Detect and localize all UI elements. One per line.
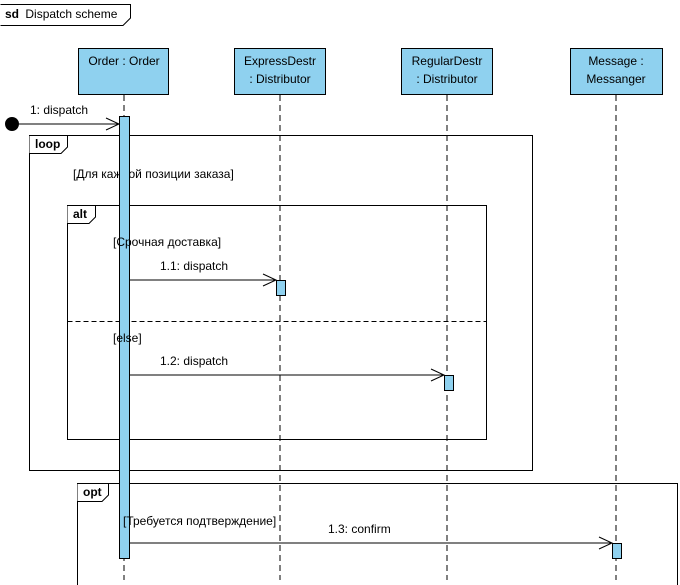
lifeline-head-regular-distributor[interactable]: RegularDestr : Distributor — [401, 48, 493, 95]
lifeline-order-label-1: Order : Order — [88, 54, 159, 68]
opt-operator: opt — [83, 485, 102, 499]
lifeline-express-label-1: ExpressDestr — [244, 54, 316, 68]
lifeline-messanger-label-2: Messanger — [586, 72, 645, 86]
alt-fragment[interactable]: alt — [67, 205, 487, 440]
message-1-3-confirm[interactable]: 1.3: confirm — [130, 522, 614, 550]
loop-fragment[interactable]: loop [Для каждой позиции заказа] — [29, 135, 533, 471]
alt-guard-else: [else] — [113, 331, 142, 345]
lifeline-head-express-distributor[interactable]: ExpressDestr : Distributor — [234, 48, 326, 95]
activation-messanger — [612, 543, 622, 559]
loop-operator: loop — [35, 137, 60, 151]
lifeline-head-order[interactable]: Order : Order — [78, 48, 169, 95]
message-1-dispatch[interactable]: 1: dispatch — [5, 103, 121, 131]
svg-text:sd Dispatch scheme: sd Dispatch scheme — [5, 7, 118, 21]
frame-name: Dispatch scheme — [25, 7, 117, 21]
diagram-frame-tab: sd Dispatch scheme — [0, 4, 131, 26]
message-1-1-dispatch[interactable]: 1.1: dispatch — [130, 259, 278, 287]
frame-keyword: sd — [5, 7, 19, 21]
message-1-2-label: 1.2: dispatch — [160, 354, 228, 368]
lifeline-express-label-2: : Distributor — [249, 72, 310, 86]
activation-order — [119, 116, 130, 559]
opt-fragment[interactable]: opt — [77, 483, 678, 585]
message-1-2-dispatch[interactable]: 1.2: dispatch — [130, 354, 446, 382]
lifeline-regular-label-2: : Distributor — [416, 72, 477, 86]
lifeline-head-messanger[interactable]: Message : Messanger — [570, 48, 663, 95]
message-1-label: 1: dispatch — [30, 103, 88, 117]
alt-operator: alt — [73, 207, 87, 221]
alt-guard-urgent: [Срочная доставка] — [113, 235, 221, 249]
activation-express-distributor — [276, 280, 286, 296]
lifeline-messanger-label-1: Message : — [588, 54, 643, 68]
message-1-3-label: 1.3: confirm — [328, 522, 391, 536]
loop-guard: [Для каждой позиции заказа] — [73, 167, 234, 181]
activation-regular-distributor — [444, 375, 454, 391]
opt-guard: [Требуется подтверждение] — [123, 514, 276, 528]
lifeline-regular-label-1: RegularDestr — [412, 54, 483, 68]
message-1-1-label: 1.1: dispatch — [160, 259, 228, 273]
